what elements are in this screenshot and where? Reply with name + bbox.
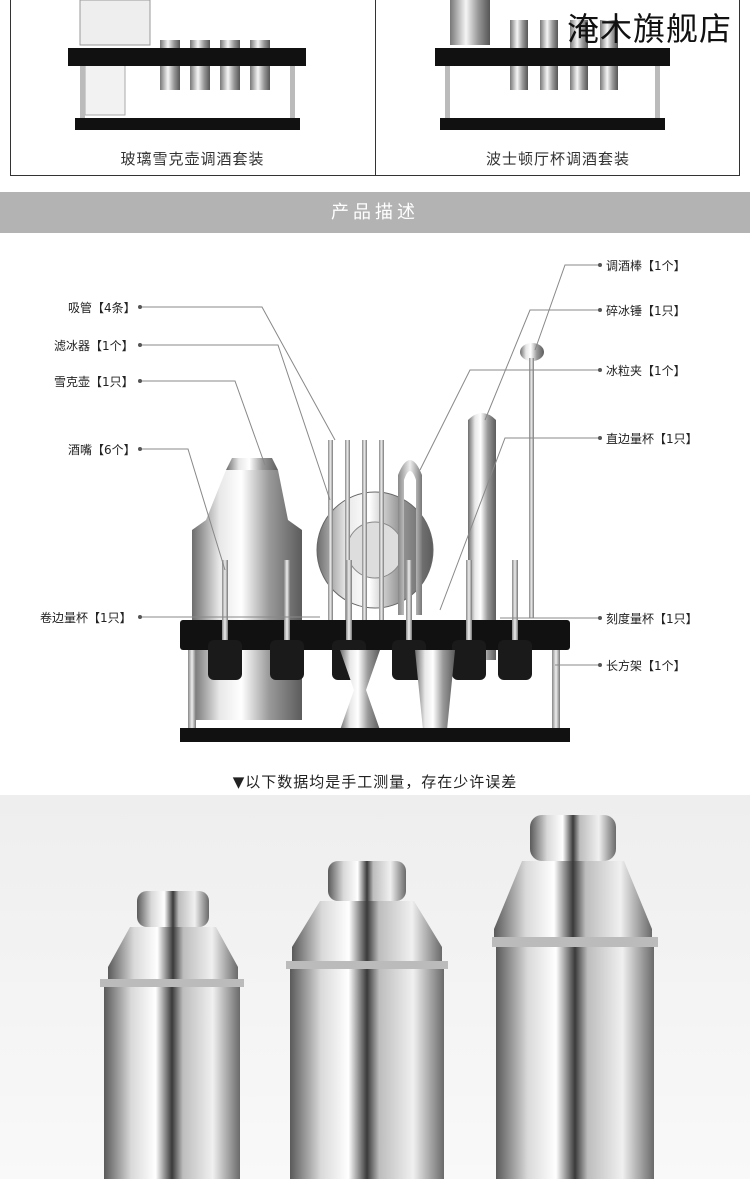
callout-bar-spoon: 调酒棒【1个】 (606, 259, 686, 273)
glass-shaker-set-label: 玻璃雪克壶调酒套装 (120, 150, 265, 168)
measurement-note: ▼以下数据均是手工测量，存在少许误差 (232, 773, 518, 791)
strainer-illustration (316, 491, 434, 609)
panel-divider (375, 0, 376, 176)
muddler-illustration (468, 413, 496, 660)
callout-measuring-cup: 刻度量杯【1只】 (606, 612, 698, 626)
bar-set-diagram (138, 263, 602, 742)
straws-illustration (328, 440, 384, 620)
measuring-cup-illustration (415, 650, 455, 730)
callout-ice-tongs: 冰粒夹【1个】 (606, 364, 686, 378)
callout-straight-jigger: 直边量杯【1只】 (606, 432, 698, 446)
shaker-small (100, 891, 244, 1179)
callout-straws: 吸管【4条】 (68, 301, 136, 315)
callout-rack: 长方架【1个】 (606, 659, 686, 673)
callout-muddler: 碎冰锤【1只】 (606, 304, 686, 318)
bar-spoon-illustration (520, 343, 544, 618)
boston-tin-set-label: 波士顿厅杯调酒套装 (485, 150, 630, 168)
section-title: 产品描述 (331, 202, 419, 223)
section-banner: 产品描述 (0, 192, 750, 233)
callout-rolled-jigger: 卷边量杯【1只】 (40, 611, 132, 625)
glass-shaker-set-image (68, 0, 306, 130)
ice-tongs-illustration (398, 460, 422, 615)
shaker-large (492, 815, 658, 1179)
rack-base-illustration (180, 728, 570, 742)
leader-lines (140, 264, 600, 666)
callout-strainer: 滤冰器【1个】 (54, 339, 134, 353)
jigger-illustration (340, 650, 380, 730)
callout-shaker: 雪克壶【1只】 (54, 375, 134, 389)
leader-dots (138, 263, 602, 667)
shaker-sizes-image (100, 815, 658, 1179)
store-watermark: 淹木旗舰店 (566, 10, 732, 48)
shaker-medium (286, 861, 448, 1179)
callout-pourers: 酒嘴【6个】 (68, 443, 136, 457)
boston-tin-set-image (435, 0, 670, 130)
